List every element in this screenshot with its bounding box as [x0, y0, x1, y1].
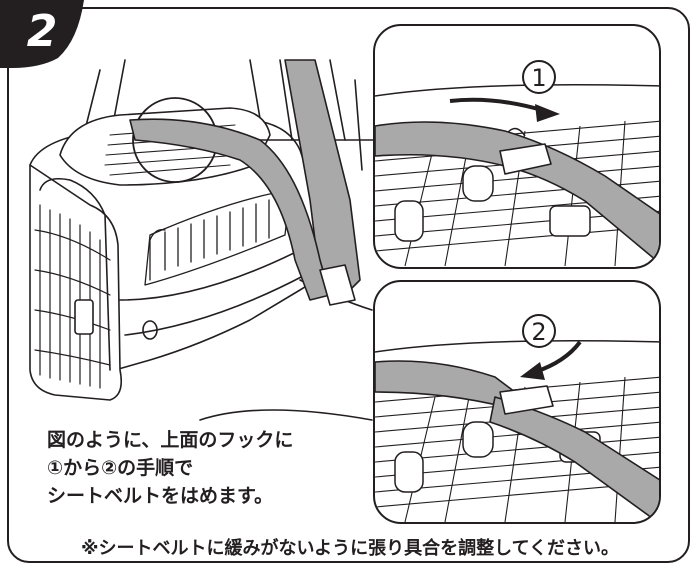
- step-badge: 2: [0, 0, 84, 66]
- step-number: 2: [26, 6, 58, 57]
- step-marker-2: 2: [522, 314, 556, 348]
- instruction-line-3: シートベルトをはめます。: [47, 485, 274, 507]
- detail-inset-step-1: 1: [373, 24, 661, 269]
- instruction-line-2: ①から②の手順で: [47, 457, 194, 479]
- hook-detail-2-illustration: [375, 340, 659, 522]
- adjustment-note: ※シートベルトに緩みがないように張り具合を調整してください。: [80, 538, 620, 559]
- detail-inset-step-2: 2: [373, 280, 661, 524]
- instruction-text: 図のように、上面のフックに ①から②の手順で シートベルトをはめます。: [47, 426, 367, 510]
- panel-frame: [7, 7, 690, 563]
- step-marker-1: 1: [522, 60, 556, 94]
- instruction-line-1: 図のように、上面のフックに: [47, 429, 294, 451]
- hook-detail-1-illustration: [375, 84, 659, 267]
- step-badge-shape: [0, 0, 84, 68]
